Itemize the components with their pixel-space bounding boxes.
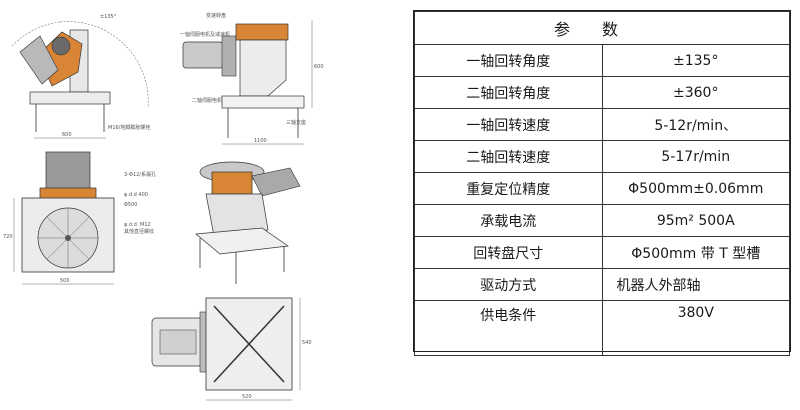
side-label-servo: 二轴伺服电机: [192, 97, 222, 104]
isometric-drawing: [195, 161, 301, 284]
top-horizontal-dimension: 500: [60, 278, 70, 284]
side-label-motor: 一轴伺服电机及减速机: [180, 31, 230, 38]
top-label-pcd: φ.d.d 400: [124, 192, 148, 198]
row-label: 供电条件: [414, 300, 603, 356]
row-label: 承载电流: [414, 204, 603, 237]
front-note-label: M16/地脚膨胀螺栓: [108, 124, 150, 131]
plan-view-drawing: 520 540: [151, 297, 312, 401]
top-label-holes: 3-Φ12/系漏孔: [124, 171, 156, 178]
row-value: Φ500mm 带 T 型槽: [601, 236, 790, 269]
side-height-dimension: 600: [314, 64, 324, 70]
row-label: 一轴回转速度: [414, 108, 603, 141]
row-value: 380V: [601, 300, 790, 356]
table-row: 一轴回转角度 ±135°: [414, 44, 790, 77]
side-label-support: 三轴支座: [286, 119, 306, 126]
table-row: 承载电流 95m² 500A: [414, 204, 790, 237]
row-label: 一轴回转角度: [414, 44, 603, 77]
table-row: 二轴回转角度 ±360°: [414, 76, 790, 109]
row-value: 5-17r/min: [601, 140, 790, 173]
top-label-thread: φ.d.d. M12: [124, 222, 151, 228]
row-label: 重复定位精度: [414, 172, 603, 205]
row-label: 二轴回转角度: [414, 76, 603, 109]
top-vertical-dimension: 720: [3, 234, 13, 240]
plan-horizontal-dimension: 520: [242, 394, 252, 400]
table-row: 一轴回转速度 5-12r/min、: [414, 108, 790, 141]
row-value: 机器人外部轴: [601, 268, 790, 301]
row-label: 回转盘尺寸: [414, 236, 603, 269]
row-label: 驱动方式: [414, 268, 603, 301]
plan-vertical-dimension: 540: [302, 340, 312, 346]
table-row: 驱动方式 机器人外部轴: [414, 268, 790, 301]
row-value: ±360°: [601, 76, 790, 109]
row-value: 5-12r/min、: [601, 108, 790, 141]
table-row: 供电条件 380V: [414, 300, 790, 356]
row-value: 95m² 500A: [601, 204, 790, 237]
table-row: 重复定位精度 Φ500mm±0.06mm: [414, 172, 790, 205]
front-view-drawing: ±135° 600 M16/地脚膨胀螺栓: [11, 14, 150, 139]
spec-table: 参数 一轴回转角度 ±135° 二轴回转角度 ±360° 一轴回转速度 5-12…: [413, 10, 791, 356]
front-angle-label: ±135°: [100, 14, 117, 20]
side-width-dimension: 1100: [254, 138, 267, 144]
top-label-diameter: Φ500: [124, 202, 137, 208]
top-view-drawing: 500 720 3-Φ12/系漏孔 φ.d.d 400 Φ500 φ.d.d. …: [3, 151, 156, 285]
side-label-turntable: 变速转盘: [206, 12, 226, 19]
top-label-other: 其他直径螺纹: [124, 228, 154, 235]
row-value: ±135°: [601, 44, 790, 77]
row-label: 二轴回转速度: [414, 140, 603, 173]
front-base-dimension: 600: [62, 132, 72, 138]
table-row: 二轴回转速度 5-17r/min: [414, 140, 790, 173]
row-value: Φ500mm±0.06mm: [601, 172, 790, 205]
table-header: 参数: [414, 11, 790, 45]
side-view-drawing: 1100 600 变速转盘 一轴伺服电机及减速机 二轴伺服电机 三轴支座: [180, 12, 324, 145]
technical-drawings: ±135° 600 M16/地脚膨胀螺栓 1100 600 变速转盘 一轴伺服电…: [3, 12, 324, 401]
table-row: 回转盘尺寸 Φ500mm 带 T 型槽: [414, 236, 790, 269]
